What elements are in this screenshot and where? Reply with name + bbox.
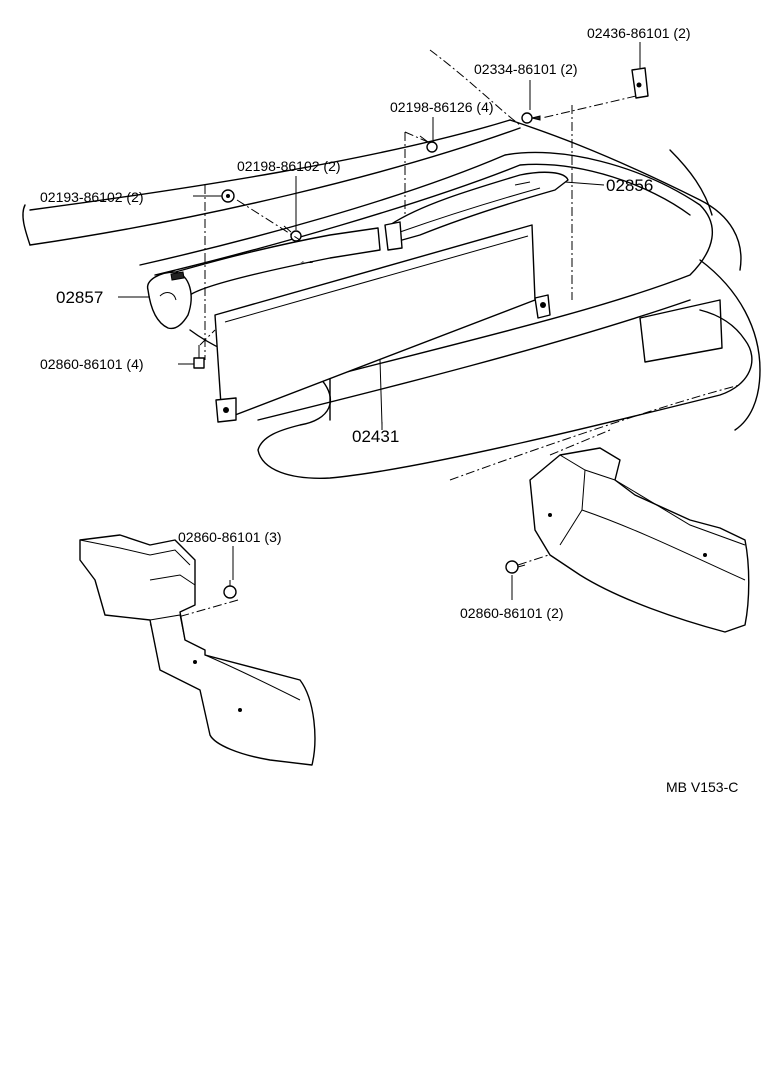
label-02193: 02193-86102 (2) [40, 189, 144, 205]
svg-text:∸ ∸: ∸ ∸ [300, 260, 314, 267]
bracket-left [79, 534, 316, 766]
label-02334: 02334-86101 (2) [474, 61, 578, 77]
label-02860-3: 02860-86101 (3) [178, 529, 282, 545]
label-02198-86102: 02198-86102 (2) [237, 158, 341, 174]
label-02857: 02857 [56, 288, 103, 307]
bolt-02860-3 [223, 585, 237, 599]
bolt-02860-2 [505, 560, 519, 574]
screw-02198-86126 [426, 141, 438, 153]
label-02431: 02431 [352, 427, 399, 446]
label-02856: 02856 [606, 176, 653, 195]
leader-lines [118, 42, 641, 600]
part-labels: 02436-86101 (2) 02334-86101 (2) 02198-86… [40, 25, 738, 795]
panel-02431 [214, 224, 551, 426]
label-02860-2: 02860-86101 (2) [460, 605, 564, 621]
trim-02856 [384, 171, 569, 251]
fasteners [193, 67, 649, 599]
bolt-02860-4 [193, 357, 205, 369]
label-02860-4: 02860-86101 (4) [40, 356, 144, 372]
label-02198-86126: 02198-86126 (4) [390, 99, 494, 115]
trim-02857: ∸ ∸ [146, 227, 381, 330]
bracket-right [529, 447, 750, 633]
nut-02334 [521, 112, 533, 124]
reference-code: MB V153-C [666, 779, 738, 795]
label-02436: 02436-86101 (2) [587, 25, 691, 41]
